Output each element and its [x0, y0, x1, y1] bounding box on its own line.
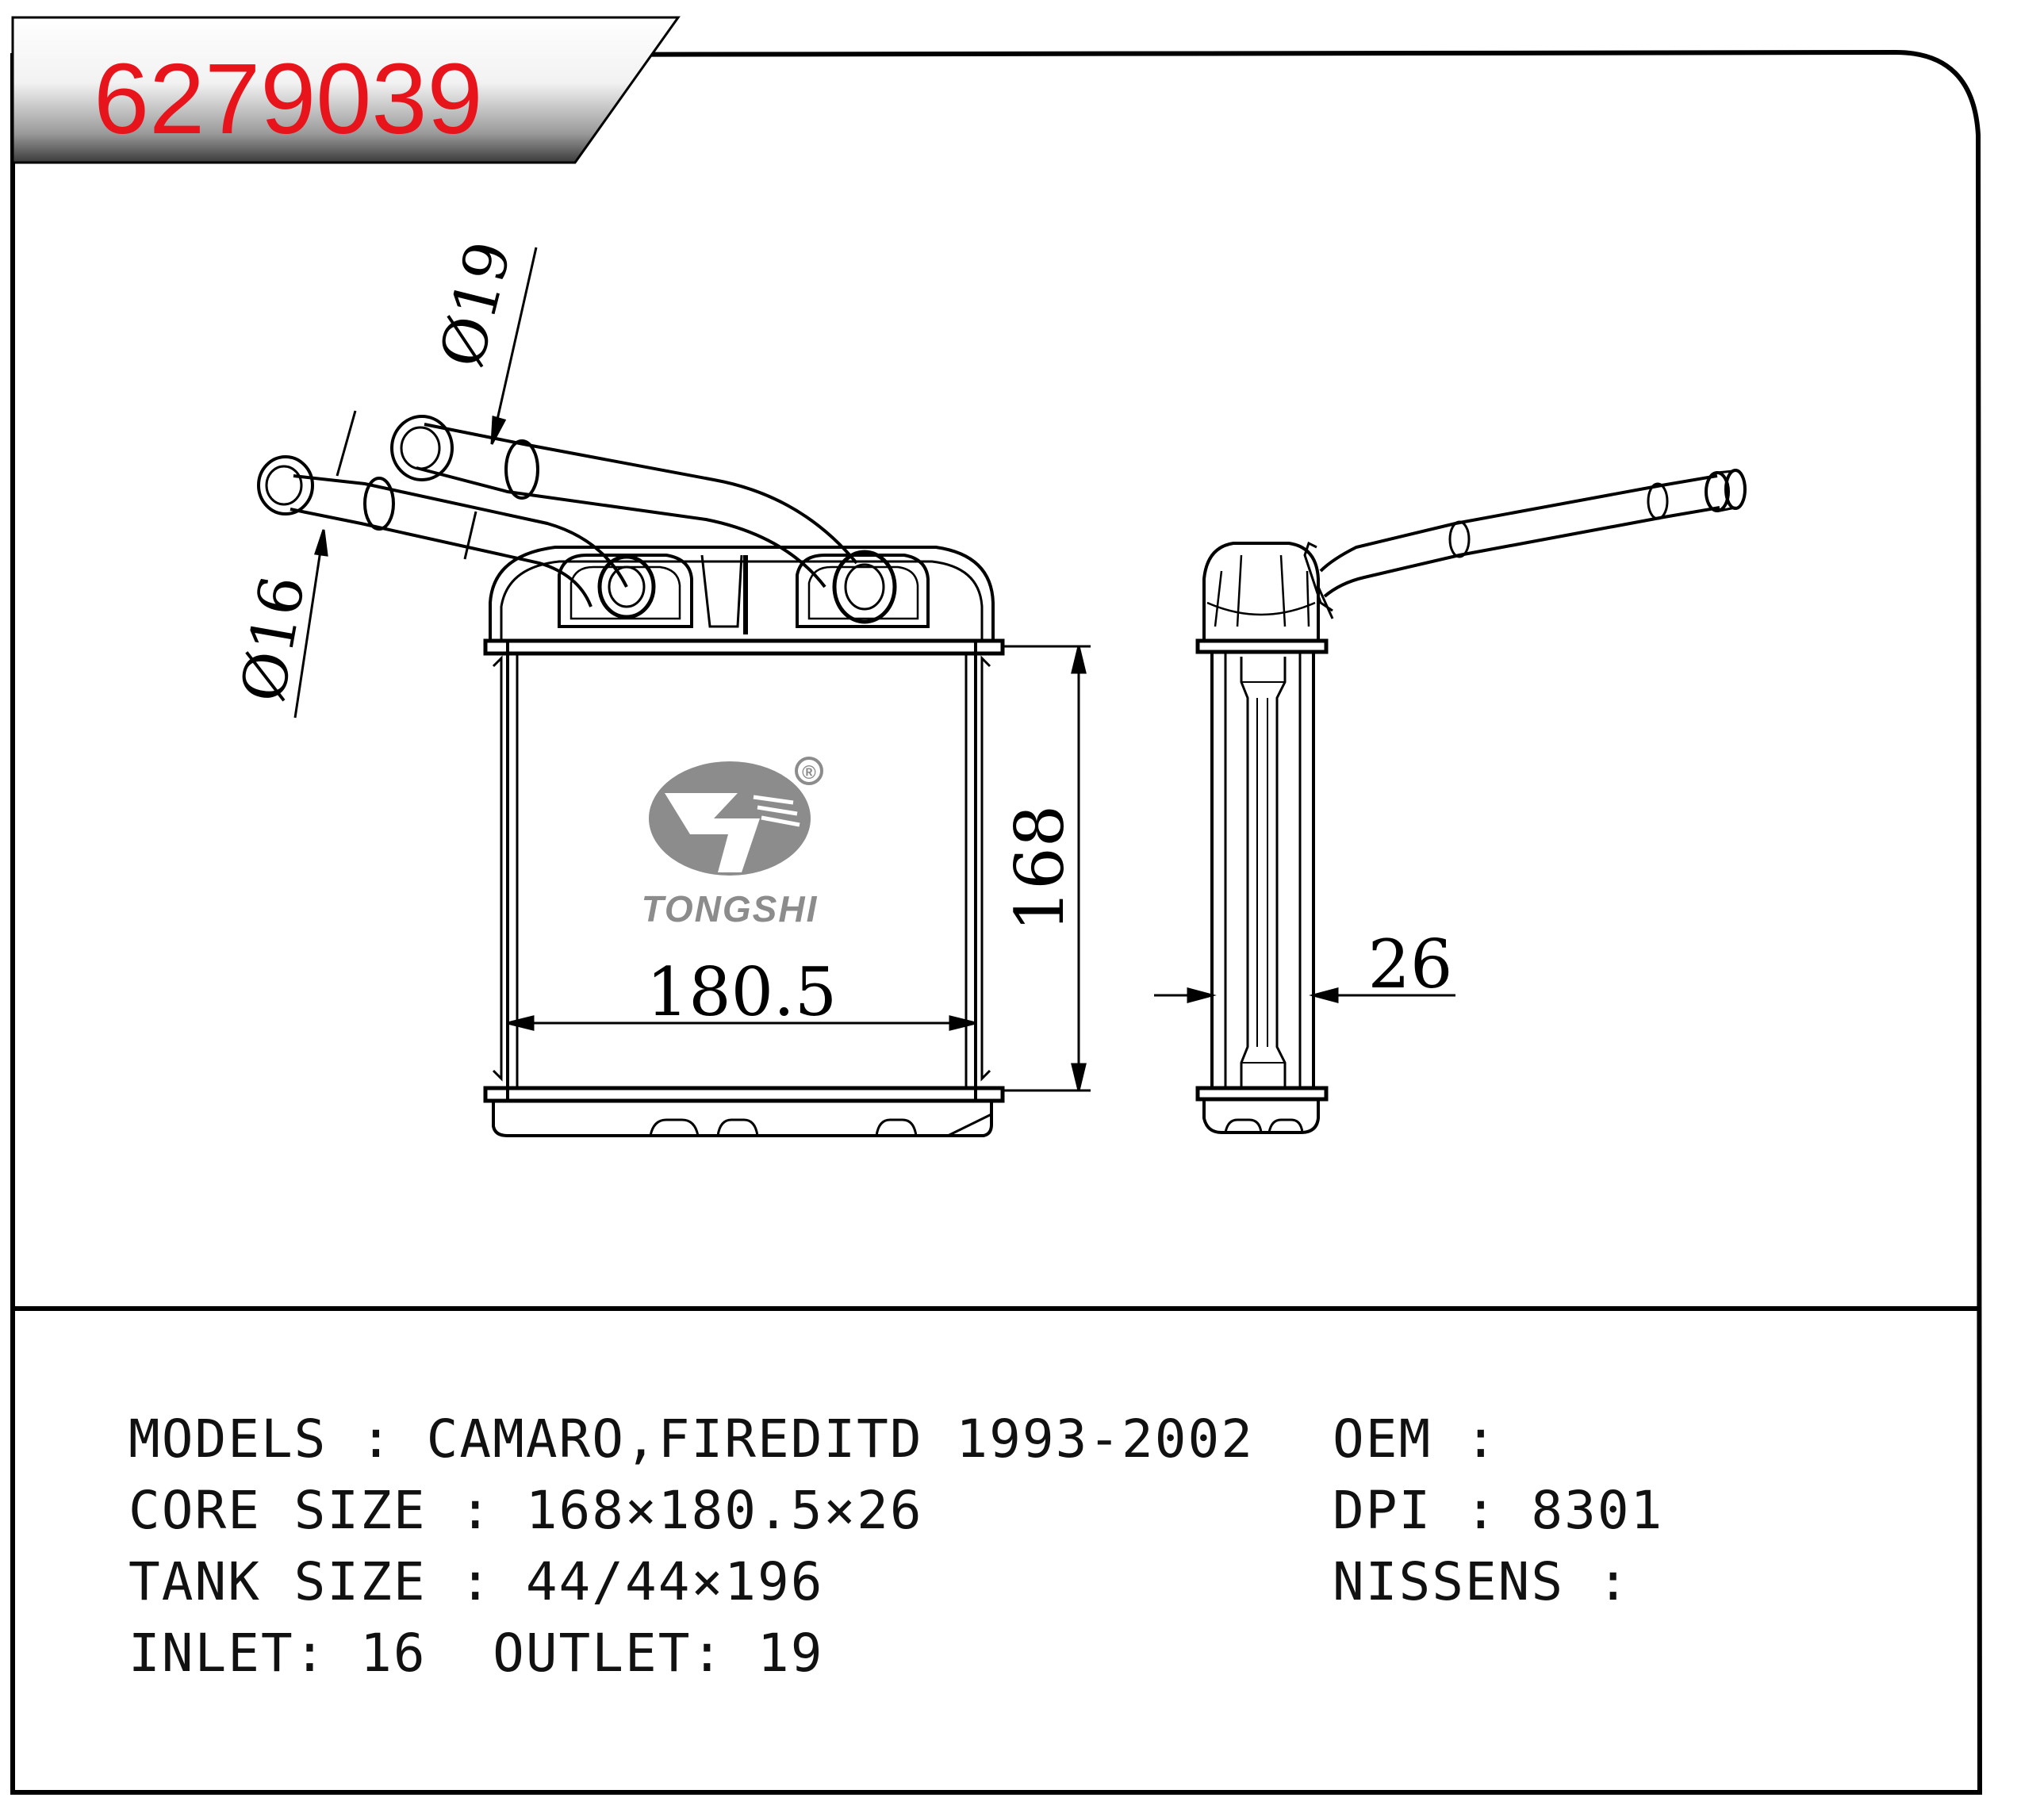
front-dimensions: [293, 247, 1091, 1092]
front-view: [257, 415, 1005, 1137]
spec-nissens: NISSENS :: [1333, 1551, 1631, 1612]
spec-dpi: DPI : 8301: [1333, 1480, 1664, 1541]
spec-core-size: CORE SIZE : 168×180.5×26: [128, 1480, 923, 1541]
core-height-label: 168: [1001, 805, 1079, 932]
spec-oem: OEM :: [1333, 1408, 1498, 1470]
spec-inlet-outlet: INLET: 16 OUTLET: 19: [128, 1623, 824, 1684]
spec-models: MODELS : CAMARO,FIREDITD 1993-2002: [128, 1408, 1255, 1470]
part-number-tab: 6279039: [11, 16, 681, 164]
brand-name: TONGSHI: [642, 888, 819, 929]
registered-mark: ®: [802, 762, 816, 784]
outlet-diameter-label: Ø19: [426, 235, 525, 374]
side-view: [1195, 469, 1747, 1134]
sheet-frame: [10, 49, 1983, 1795]
core-depth-label: 26: [1368, 926, 1453, 1003]
spec-tank-size: TANK SIZE : 44/44×196: [128, 1551, 824, 1612]
core-width-label: 180.5: [646, 953, 837, 1031]
tongshi-logo: ® TONGSHI: [642, 757, 823, 929]
side-dimensions: [1154, 987, 1455, 1003]
inlet-diameter-label: Ø16: [227, 570, 318, 707]
part-number: 6279039: [94, 43, 483, 155]
